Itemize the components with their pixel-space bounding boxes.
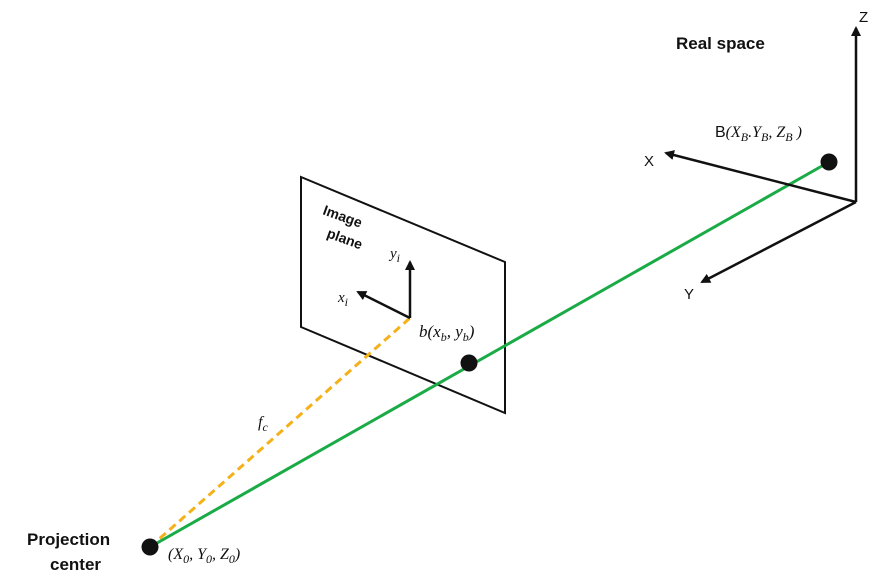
focal-length-line bbox=[149, 316, 411, 549]
image-plane-label-line1: Image bbox=[321, 202, 365, 231]
point-B-label: B(XB.YB, ZB ) bbox=[715, 124, 802, 144]
image-x-axis bbox=[356, 290, 411, 320]
x-axis bbox=[664, 150, 857, 204]
projection-center-label-line1: Projection bbox=[27, 530, 110, 549]
point-b-label: b(xb, yb) bbox=[419, 322, 475, 344]
image-x-label: xi bbox=[337, 290, 348, 309]
projection-center-coords: (X0, Y0, Z0) bbox=[168, 546, 240, 566]
image-plane bbox=[300, 175, 506, 415]
real-space-label: Real space bbox=[676, 34, 765, 53]
x-axis-label: X bbox=[644, 153, 654, 170]
point-b bbox=[460, 354, 478, 372]
focal-length-label: fc bbox=[258, 414, 268, 434]
image-y-label: yi bbox=[388, 246, 400, 265]
y-axis-label: Y bbox=[684, 286, 694, 303]
projection-center-label-line2: center bbox=[50, 555, 101, 574]
projection-ray bbox=[149, 160, 830, 549]
y-axis bbox=[700, 200, 857, 284]
point-B bbox=[820, 153, 838, 171]
z-axis-label: Z bbox=[859, 9, 868, 26]
projection-center-point bbox=[141, 538, 159, 556]
